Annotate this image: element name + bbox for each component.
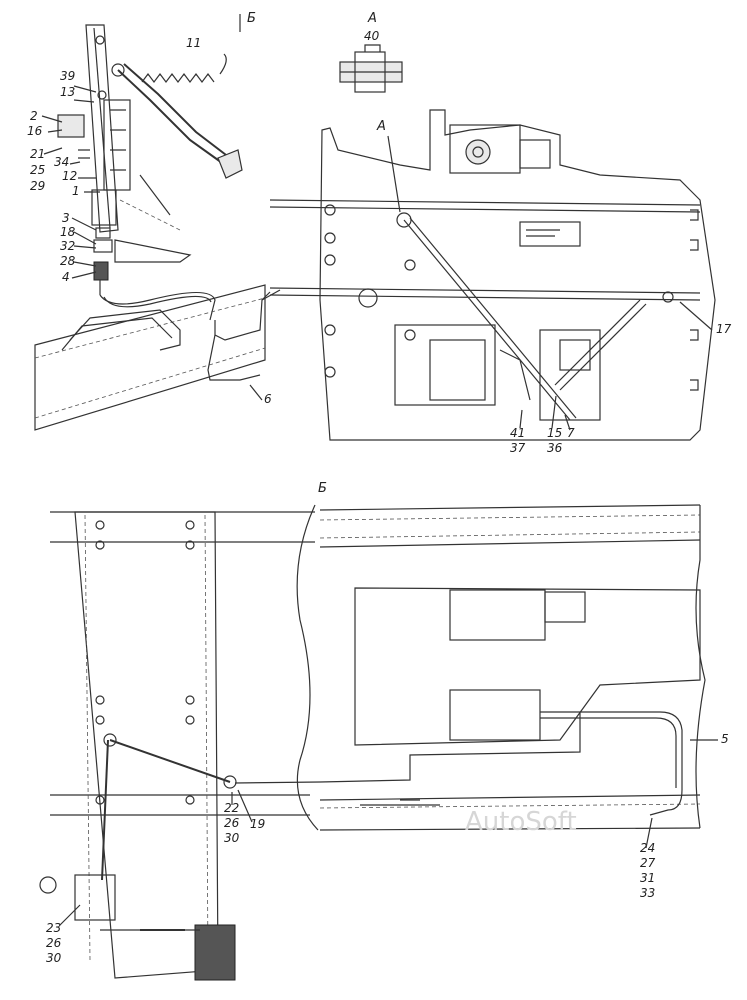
callout-22: 22 xyxy=(224,801,239,815)
callout-2: 2 xyxy=(30,109,38,123)
callout-37: 37 xyxy=(510,441,526,455)
leader-lines xyxy=(41,14,718,926)
callout-30-upper: 30 xyxy=(224,831,240,845)
callout-41: 41 xyxy=(510,426,525,440)
callout-29: 29 xyxy=(30,179,45,193)
callout-30-lower: 30 xyxy=(46,951,62,965)
callout-7: 7 xyxy=(567,426,575,440)
detail-a-drawing xyxy=(339,44,403,93)
callout-1: 1 xyxy=(72,184,80,198)
callout-33: 33 xyxy=(640,886,655,900)
callout-25: 25 xyxy=(30,163,45,177)
callout-3: 3 xyxy=(62,211,70,225)
callout-4: 4 xyxy=(62,270,70,284)
view-label-b-top: Б xyxy=(247,11,256,26)
marker-label-a: А xyxy=(376,119,386,134)
callout-17: 17 xyxy=(716,322,732,336)
callout-18: 18 xyxy=(60,225,76,239)
callout-23: 23 xyxy=(46,921,61,935)
pedal-assembly-drawing xyxy=(34,24,271,431)
gearbox-booster-drawing xyxy=(261,109,716,441)
callout-19: 19 xyxy=(250,817,265,831)
callout-6: 6 xyxy=(264,392,272,406)
callout-39: 39 xyxy=(60,69,75,83)
view-label-b-bottom: Б xyxy=(318,481,327,496)
callout-13: 13 xyxy=(60,85,75,99)
watermark: AutoSoft xyxy=(465,807,577,837)
callout-16: 16 xyxy=(27,124,43,138)
callout-26-lower: 26 xyxy=(46,936,62,950)
callout-32: 32 xyxy=(60,239,75,253)
callout-26-upper: 26 xyxy=(224,816,240,830)
callout-40: 40 xyxy=(364,29,380,43)
plan-view-drawing xyxy=(39,504,706,981)
callout-11: 11 xyxy=(186,36,201,50)
callout-15: 15 xyxy=(547,426,562,440)
callout-5: 5 xyxy=(721,732,729,746)
callout-21: 21 xyxy=(30,147,45,161)
callout-27: 27 xyxy=(640,856,656,870)
view-label-a: А xyxy=(367,11,377,26)
callout-12: 12 xyxy=(62,169,77,183)
callout-31: 31 xyxy=(640,871,655,885)
callout-34: 34 xyxy=(54,155,69,169)
callout-24: 24 xyxy=(640,841,655,855)
callout-28: 28 xyxy=(60,254,76,268)
callout-36: 36 xyxy=(547,441,563,455)
